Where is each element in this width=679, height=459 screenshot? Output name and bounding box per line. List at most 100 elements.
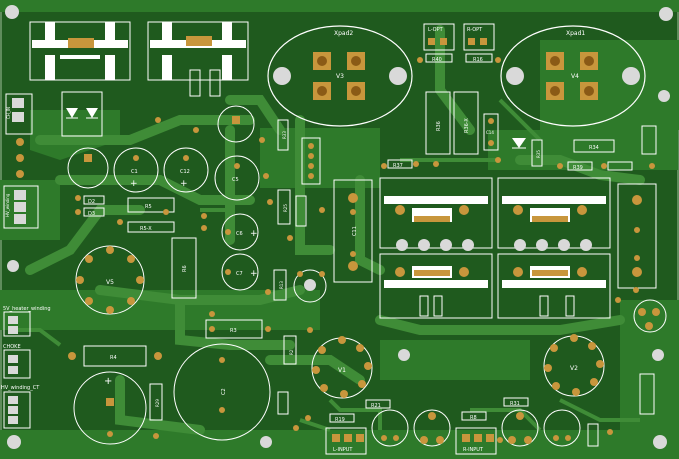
l-input-label: L-INPUT bbox=[333, 447, 353, 453]
connector-r-input[interactable]: R-INPUT bbox=[455, 427, 497, 455]
resistor-r36x: R36-X bbox=[453, 91, 479, 155]
vias bbox=[75, 57, 655, 443]
connector-l-input[interactable]: L-INPUT bbox=[325, 427, 367, 455]
r19-label: R19 bbox=[335, 417, 345, 423]
diode-d2: D2 bbox=[83, 195, 105, 205]
tube-ref-v3: V3 bbox=[336, 73, 344, 80]
c1-plus: + bbox=[130, 179, 138, 189]
mounting-hole bbox=[7, 435, 21, 449]
r-opt-label: R-OPT bbox=[467, 27, 483, 33]
trimmer-pot-2[interactable] bbox=[413, 409, 451, 447]
d3-label: D3 bbox=[88, 211, 95, 217]
resistor-r2: R2 bbox=[283, 335, 297, 365]
tube-label-xpad1: Xpad1 bbox=[566, 30, 585, 37]
c12-label: C12 bbox=[180, 169, 190, 175]
trimmer-pot-3[interactable] bbox=[501, 409, 539, 447]
trimmer-right[interactable] bbox=[633, 299, 667, 333]
resistor-r16: R16 bbox=[465, 53, 493, 63]
r-input-label: R-INPUT bbox=[463, 447, 484, 453]
diode-d bbox=[512, 138, 526, 149]
resistor-small bbox=[607, 161, 633, 171]
c5-label: C5 bbox=[232, 177, 239, 183]
heatsink-module-1 bbox=[379, 177, 493, 249]
capacitor-c2: C2 bbox=[173, 343, 271, 441]
mounting-hole bbox=[7, 260, 19, 272]
connector-hv-winding[interactable]: HV_winding bbox=[3, 185, 39, 229]
capacitor-c12: C12 + bbox=[163, 147, 209, 193]
capacitor-top-small bbox=[217, 105, 255, 143]
resistor-r21: R21 bbox=[365, 399, 391, 409]
diode-d3: D3 bbox=[83, 207, 105, 217]
heatsink-module-2 bbox=[497, 177, 611, 249]
mounting-hole bbox=[260, 436, 272, 448]
r33-label: R33 bbox=[282, 131, 287, 139]
connector-heater-winding[interactable]: 5V_heater_winding bbox=[3, 306, 51, 337]
header-vertical[interactable] bbox=[301, 137, 321, 185]
tube-socket-v4[interactable]: Xpad1 V4 bbox=[500, 25, 646, 127]
d2-label: D2 bbox=[88, 199, 95, 205]
trimmer-pot-1[interactable] bbox=[371, 409, 409, 447]
resistor-r3: R3 bbox=[205, 319, 271, 339]
r3-label: R3 bbox=[230, 328, 237, 334]
connector-hv-winding-ct[interactable]: HV_winding_CT bbox=[1, 385, 40, 429]
tube-ref-v4: V4 bbox=[571, 73, 579, 80]
tube-socket-v3[interactable]: Xpad2 V3 bbox=[267, 25, 413, 127]
connector-pins-left bbox=[16, 138, 24, 178]
resistor-r25: R25 bbox=[277, 189, 291, 225]
capacitor-c1: C1 + bbox=[113, 147, 159, 193]
resistor-r4: R4 bbox=[68, 345, 162, 367]
resistor-r29: R29 bbox=[149, 383, 163, 439]
r31-label: R31 bbox=[510, 401, 520, 407]
hv-winding-label: HV_winding bbox=[5, 193, 10, 217]
tube-socket-v1[interactable]: V1 bbox=[311, 336, 373, 399]
connector-r-opt[interactable]: R-OPT bbox=[463, 23, 495, 51]
capacitor-c14: C14 bbox=[483, 113, 499, 151]
resistor-small-3 bbox=[277, 391, 289, 415]
l-opt-label: L-OPT bbox=[428, 27, 444, 33]
resistor-r39: R39 bbox=[567, 161, 593, 171]
c2-label: C2 bbox=[221, 388, 227, 395]
heatsink-holes bbox=[396, 239, 592, 251]
capacitor-c6: C6 + bbox=[221, 213, 259, 251]
c14-label: C14 bbox=[486, 130, 494, 135]
c1-label: C1 bbox=[131, 169, 138, 175]
r6-label: R6 bbox=[182, 265, 188, 272]
r36x-label: R36-X bbox=[464, 118, 470, 133]
resistor-r-right-bottom bbox=[639, 373, 655, 415]
r4-label: R4 bbox=[110, 355, 117, 361]
resistor-r19: R19 bbox=[329, 413, 355, 423]
trimmer-pot-4[interactable] bbox=[543, 409, 581, 447]
tube-socket-v2[interactable]: V2 bbox=[543, 334, 605, 397]
resistor-r35: R35 bbox=[531, 139, 543, 167]
hv-winding-ct-label: HV_winding_CT bbox=[1, 385, 40, 391]
heater-winding-label: 5V_heater_winding bbox=[3, 306, 51, 312]
capacitor-c7: C7 + bbox=[221, 253, 259, 291]
r21-label: R21 bbox=[371, 403, 381, 409]
connector-l-opt[interactable]: L-OPT bbox=[423, 23, 455, 51]
r13-label: R13 bbox=[279, 281, 284, 289]
connector-choke[interactable]: CHOKE bbox=[3, 344, 31, 379]
tube-label-xpad2: Xpad2 bbox=[334, 30, 353, 37]
c6-label: C6 bbox=[236, 231, 243, 237]
heatsink-left-2 bbox=[147, 21, 249, 81]
cap-bl-plus: + bbox=[104, 376, 112, 387]
resistor-r36b bbox=[641, 125, 657, 155]
copper-traces bbox=[25, 25, 645, 435]
r2-label: R2 bbox=[289, 349, 294, 355]
r39-label: R39 bbox=[573, 165, 583, 171]
tube-socket-v5[interactable]: V5 bbox=[75, 245, 145, 315]
resistor-r36: R36 bbox=[425, 91, 451, 155]
diode-bridge bbox=[61, 91, 103, 137]
resistor-r8: R8 bbox=[461, 411, 487, 421]
connector-ch-in[interactable]: CH_IN bbox=[5, 93, 33, 135]
resistor-r31: R31 bbox=[503, 397, 529, 407]
c12-plus: + bbox=[180, 179, 188, 189]
resistor-small-2 bbox=[295, 195, 307, 227]
capacitor-c11: C11 bbox=[333, 179, 373, 283]
ch-in-label: CH_IN bbox=[6, 107, 11, 119]
trimmer-center[interactable] bbox=[293, 269, 327, 303]
r5x-label: R5-X bbox=[140, 226, 152, 232]
tube-ref-v1: V1 bbox=[338, 367, 346, 374]
mounting-hole bbox=[5, 5, 19, 19]
